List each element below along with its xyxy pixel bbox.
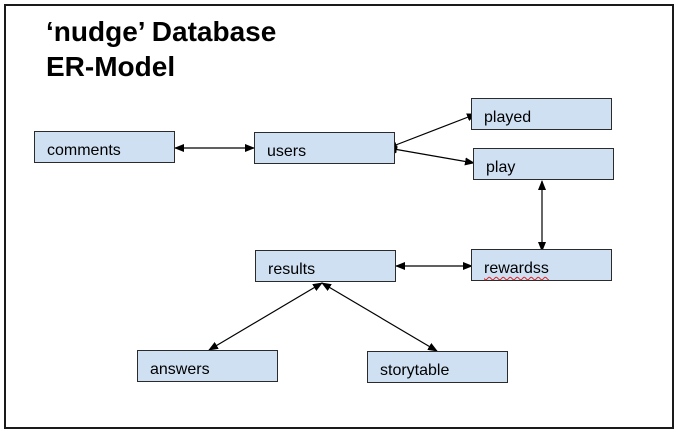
entity-play-label: play: [486, 159, 516, 176]
entity-play: play: [473, 148, 614, 180]
entity-users-label: users: [267, 143, 307, 160]
arrow-users-play: [387, 145, 475, 166]
entity-comments-label: comments: [47, 142, 121, 159]
diagram-title: ‘nudge’ Database ER-Model: [46, 14, 276, 84]
entity-comments: comments: [34, 131, 175, 163]
entity-storytable-label: storytable: [380, 362, 450, 379]
diagram-title-line-1: ‘nudge’ Database: [46, 16, 277, 47]
entity-answers-label: answers: [150, 361, 210, 378]
entity-answers: answers: [137, 350, 278, 382]
slide-frame: [4, 4, 674, 429]
arrow-results-answers: [208, 282, 323, 351]
diagram-title-line-2: ER-Model: [46, 51, 176, 82]
entity-played-label: played: [484, 109, 532, 126]
entity-rewardss-label: rewardss: [484, 260, 549, 277]
arrow-users-played: [387, 113, 477, 149]
entity-storytable: storytable: [367, 351, 508, 383]
entity-results-label: results: [268, 261, 316, 278]
entity-results: results: [255, 250, 396, 282]
entity-played: played: [471, 98, 612, 130]
arrow-results-storytable: [321, 282, 438, 352]
entity-rewardss: rewardss: [471, 249, 612, 281]
entity-users: users: [254, 132, 395, 164]
